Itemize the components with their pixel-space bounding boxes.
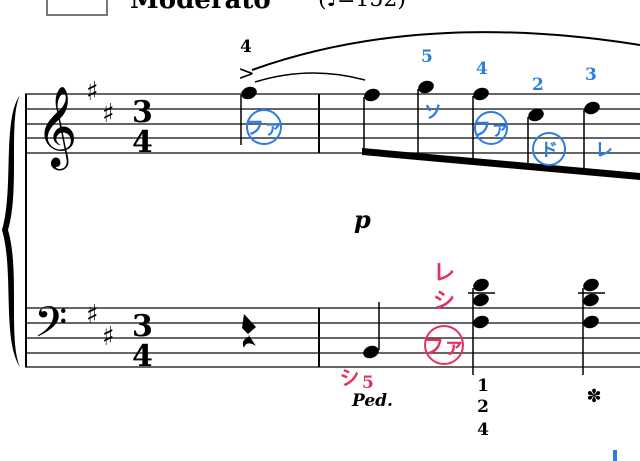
tempo-text: Moderato — [130, 0, 271, 15]
fingering: 4 — [477, 420, 489, 440]
note-label: ファ — [246, 118, 282, 139]
note-label: ド — [540, 140, 558, 161]
tie — [254, 72, 366, 83]
fingering: 5 — [362, 373, 374, 393]
accent-icon: > — [238, 61, 255, 85]
beamed-notes — [362, 80, 640, 180]
beam — [362, 148, 640, 180]
fingering: 1 — [477, 376, 489, 396]
sharp-icon: ♯ — [86, 300, 99, 330]
bass-clef-icon: 𝄢 — [34, 298, 67, 358]
note-head — [528, 108, 544, 122]
quarter-rest-icon — [242, 314, 256, 348]
dynamic-marking: p — [354, 205, 371, 234]
note-label: レ — [433, 261, 455, 286]
note-label-circle — [474, 111, 508, 145]
note-label-circle — [532, 132, 566, 166]
brace — [2, 95, 20, 367]
note-label: ソ — [424, 102, 442, 123]
time-sig-bottom: 4 — [132, 125, 153, 160]
metronome-mark: (♩=152) — [318, 0, 406, 12]
note-label: レ — [595, 140, 613, 161]
bass-staff — [25, 307, 640, 368]
fingering: 4 — [476, 59, 488, 79]
treble-clef-icon: 𝄞 — [36, 85, 77, 170]
pedal-release-icon: ✽ — [586, 386, 601, 407]
pedal-marking: Ped. — [351, 391, 393, 411]
chord — [578, 278, 605, 375]
note-label: ファ — [473, 119, 509, 140]
rehearsal-box — [46, 0, 108, 16]
sharp-icon: ♯ — [86, 77, 99, 107]
chord — [468, 278, 495, 375]
note-head — [473, 87, 489, 101]
note-head — [363, 345, 379, 359]
sharp-icon: ♯ — [102, 322, 115, 352]
sharp-icon: ♯ — [102, 99, 115, 129]
fingering: 2 — [532, 75, 544, 95]
note-head — [584, 101, 600, 115]
fingering: 4 — [240, 37, 252, 57]
note-head — [241, 86, 257, 100]
cursor-marker — [613, 450, 617, 461]
fingering: 3 — [585, 65, 597, 85]
note-label: シ — [338, 364, 362, 391]
note-label: ファ — [424, 334, 464, 358]
time-sig-top: 3 — [132, 309, 153, 344]
note-head — [364, 88, 380, 102]
phrase-slur — [251, 31, 640, 71]
note-head — [418, 80, 434, 94]
fingering: 2 — [477, 397, 489, 417]
time-sig-top: 3 — [132, 95, 153, 130]
note-label-circle — [424, 325, 464, 365]
note-label: シ — [433, 289, 455, 314]
fingering: 5 — [421, 47, 433, 67]
time-sig-bottom: 4 — [132, 339, 153, 374]
note-label-circle — [246, 109, 282, 145]
